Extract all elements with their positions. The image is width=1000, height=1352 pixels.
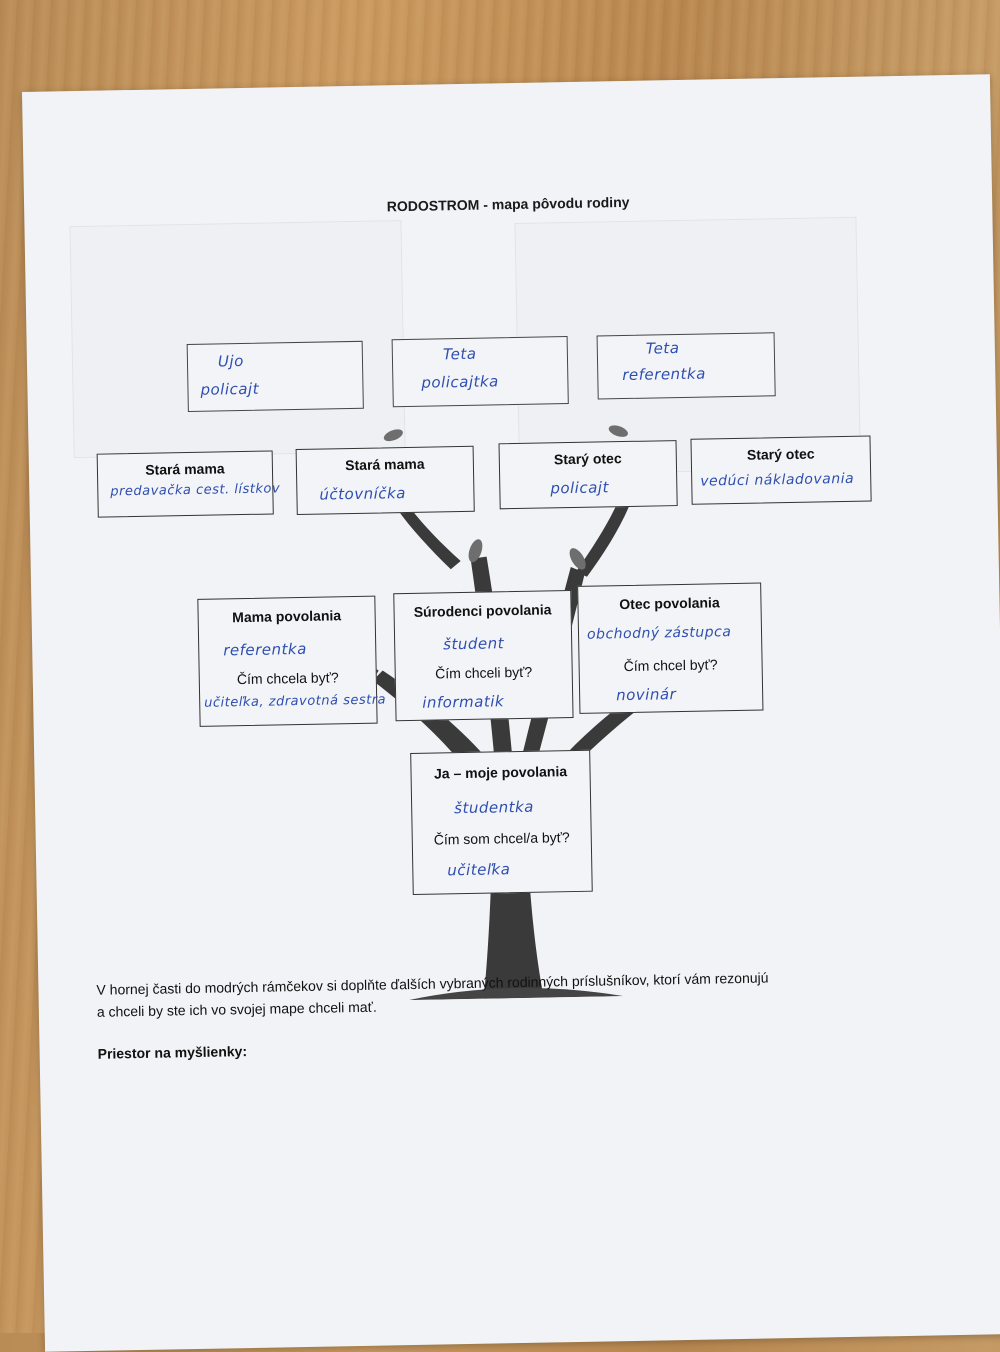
teta-2-job: referentka (622, 364, 707, 385)
grandfather-2-label: Starý otec (746, 445, 815, 463)
grandfather-2-job: vedúci nákladovania (700, 470, 855, 490)
father-dream: novinár (615, 685, 677, 705)
box-siblings: Súrodenci povolania študent Čím chceli b… (393, 590, 574, 722)
father-job: obchodný zástupca (586, 624, 732, 643)
me-question: Čím som chcel/a byť? (433, 829, 570, 848)
siblings-question: Čím chceli byť? (435, 663, 533, 682)
box-ujo: Ujo policajt (186, 340, 364, 413)
mother-question: Čím chcela byť? (236, 669, 339, 688)
me-label: Ja – moje povolania (433, 763, 568, 782)
box-father: Otec povolania obchodný zástupca Čím chc… (577, 582, 764, 714)
teta-1-job: policajtka (421, 372, 499, 392)
box-mother: Mama povolania referentka Čím chcela byť… (197, 595, 386, 727)
father-label: Otec povolania (619, 594, 720, 613)
grandmother-2-label: Stará mama (345, 455, 425, 474)
siblings-dream: informatik (422, 692, 505, 712)
instruction-text: V hornej časti do modrých rámčekov si do… (96, 964, 897, 1023)
box-grandmother-2: Stará mama účtovníčka (295, 445, 475, 516)
me-job: študentka (454, 797, 535, 818)
me-dream: učiteľka (447, 860, 511, 880)
grandmother-1-job: predavačka cest. lístkov (110, 481, 281, 500)
ujo-label: Ujo (217, 351, 244, 371)
worksheet-page: RODOSTROM - mapa pôvodu rodiny (22, 74, 1000, 1352)
teta-1-label: Teta (442, 344, 477, 364)
siblings-job: študent (443, 634, 505, 654)
box-grandfather-2: Starý otec vedúci nákladovania (690, 435, 872, 505)
mother-dream: učiteľka, zdravotná sestra (204, 692, 387, 711)
thoughts-heading: Priestor na myšlienky: (97, 1043, 248, 1062)
box-grandmother-1: Stará mama predavačka cest. lístkov (96, 450, 280, 518)
box-teta-2: Teta referentka (596, 332, 776, 400)
mother-job: referentka (223, 639, 307, 660)
box-teta-1: Teta policajtka (391, 336, 569, 408)
mother-label: Mama povolania (232, 607, 342, 626)
grandfather-1-label: Starý otec (553, 450, 622, 468)
teta-2-label: Teta (645, 338, 680, 358)
box-me: Ja – moje povolania študentka Čím som ch… (410, 749, 593, 895)
ujo-job: policajt (200, 379, 260, 399)
siblings-label: Súrodenci povolania (413, 601, 552, 620)
father-question: Čím chcel byť? (623, 656, 718, 675)
box-grandfather-1: Starý otec policajt (498, 440, 678, 510)
grandmother-1-label: Stará mama (145, 460, 225, 478)
grandmother-2-job: účtovníčka (319, 484, 407, 504)
grandfather-1-job: policajt (550, 478, 610, 498)
